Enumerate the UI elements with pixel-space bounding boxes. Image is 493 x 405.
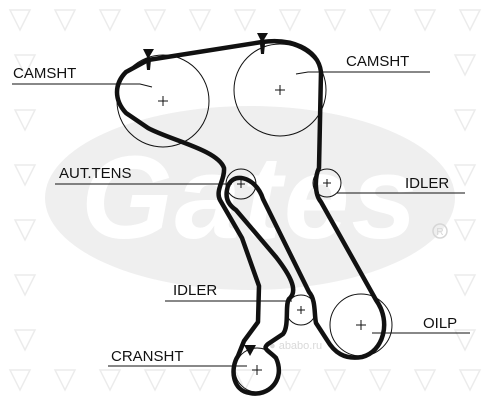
idler-lower-label: IDLER [173, 282, 217, 299]
leader-lines [12, 71, 470, 367]
idler-right-center-icon [323, 179, 331, 187]
camshaft-right-center-icon [275, 85, 285, 95]
idler-lower-center-icon [297, 306, 305, 314]
crankshaft-center-icon [252, 365, 262, 375]
crankshaft-label: CRANSHT [111, 348, 184, 365]
pulley-centers [158, 85, 366, 375]
camshaft-right-leader-line [295, 71, 430, 75]
camshaft-right-pulley [233, 43, 327, 137]
camshaft-left-timing-mark-icon [143, 49, 154, 59]
camshaft-left-center-icon [158, 96, 168, 106]
watermark-brand-text: Gates [81, 132, 419, 264]
idler-right-label: IDLER [405, 175, 449, 192]
oil-pump-center-icon [356, 320, 366, 330]
watermark: Gates R ● ababo.ru [8, 9, 482, 392]
oil-pump-label: OILP [423, 315, 457, 332]
idler-right-pulley [312, 168, 342, 198]
component-labels: CAMSHT CAMSHT AUT.TENS IDLER IDLER OILP … [13, 53, 457, 365]
watermark-registered-letter: R [436, 227, 443, 238]
camshaft-right-label: CAMSHT [346, 53, 409, 70]
camshaft-left-timing-tick-icon [146, 60, 151, 70]
timing-belt-loop [114, 38, 387, 396]
camshaft-left-label: CAMSHT [13, 65, 76, 82]
auto-tensioner-center-icon [237, 180, 245, 188]
camshaft-left-leader-line [12, 83, 153, 88]
timing-marks [143, 33, 268, 356]
camshaft-right-timing-tick-icon [260, 44, 265, 54]
crankshaft-timing-mark-icon [244, 345, 256, 356]
watermark-site-text: ● ababo.ru [269, 340, 322, 352]
watermark-registered-icon [432, 223, 448, 239]
watermark-triangle-pattern [8, 9, 482, 392]
auto-tensioner-label: AUT.TENS [59, 165, 132, 182]
camshaft-right-timing-mark-icon [257, 33, 268, 43]
watermark-brand-ellipse [45, 106, 455, 290]
